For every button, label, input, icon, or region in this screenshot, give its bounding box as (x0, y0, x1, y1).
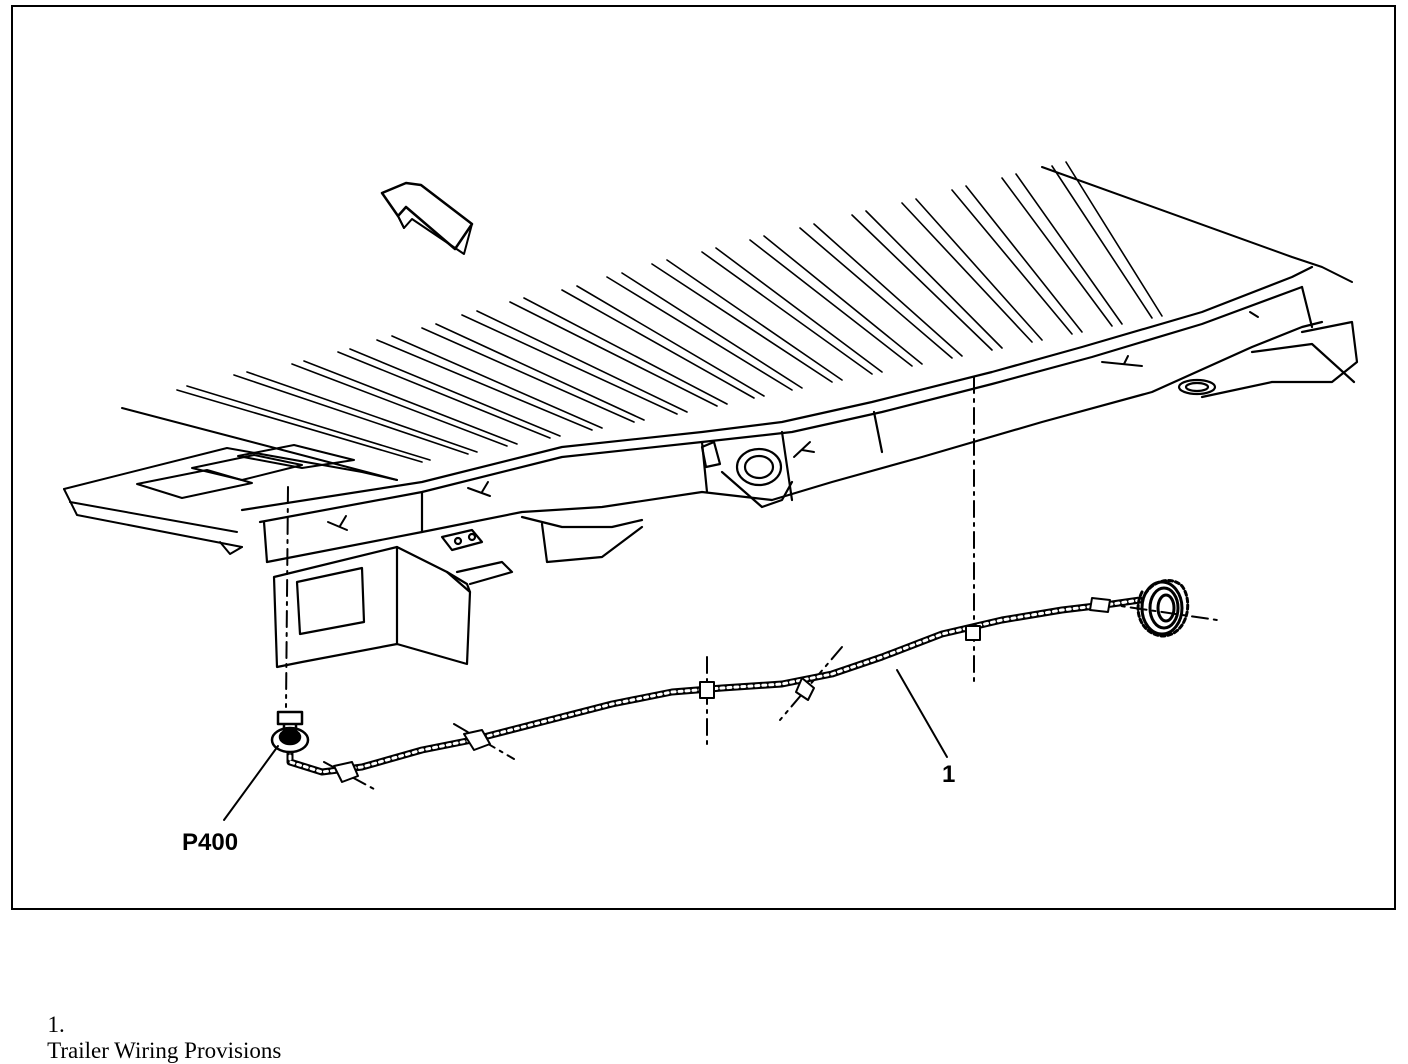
attachment-axes (285, 376, 1218, 790)
legend-item-text: Trailer Wiring Provisions (47, 1038, 282, 1063)
legend: 1. Trailer Wiring Provisions (36, 986, 281, 1064)
frame-rail (240, 265, 1359, 564)
fastener-icons (327, 311, 1259, 531)
chassis-wiring-illustration: P400 1 (63, 161, 1359, 856)
leader-lines (223, 669, 948, 821)
p400-connector-icon (270, 710, 310, 754)
harness-coil (1136, 579, 1190, 638)
legend-item-number: 1. (47, 1012, 65, 1037)
diagram-frame: P400 1 (11, 5, 1396, 910)
p400-callout-label: P400 (182, 829, 238, 856)
trailer-wiring-harness (286, 596, 1144, 783)
rear-bracket (272, 545, 514, 669)
floor-ribs (176, 161, 1163, 463)
floor-pan (63, 166, 1353, 555)
item-1-callout-label: 1 (942, 761, 955, 788)
forward-arrow-icon (380, 181, 474, 255)
